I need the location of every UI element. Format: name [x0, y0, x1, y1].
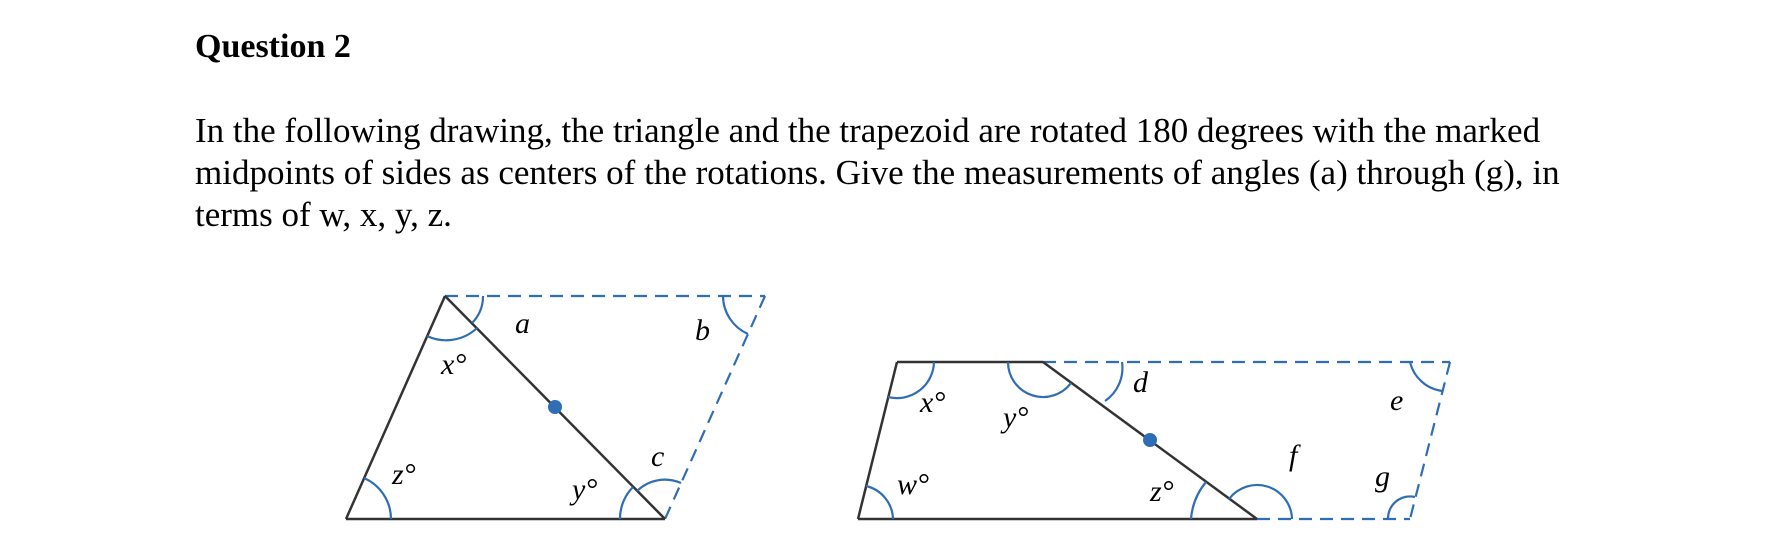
label-z-triangle: z°	[391, 458, 416, 491]
label-x-trapezoid: x°	[919, 386, 945, 419]
angle-arc-z-triangle	[363, 476, 393, 520]
label-f: f	[1289, 439, 1301, 472]
angle-arc-y-triangle	[618, 486, 634, 520]
angle-arc-d	[1104, 361, 1124, 402]
question-heading: Question 2	[195, 28, 351, 65]
label-e: e	[1390, 384, 1403, 417]
label-a: a	[515, 307, 530, 340]
triangle-dashed-right	[663, 295, 767, 520]
trapezoid-dashed-right	[1408, 361, 1452, 520]
angle-arc-y-trapezoid	[1006, 361, 1072, 399]
angle-arc-a	[471, 295, 485, 324]
label-b: b	[695, 314, 710, 347]
angle-arc-x-triangle	[426, 327, 478, 342]
label-c: c	[651, 440, 664, 473]
trapezoid-figure: x° y° d e w° z° f g	[856, 360, 1452, 521]
label-y-triangle: y°	[569, 473, 597, 506]
angle-arc-b	[721, 295, 749, 336]
angle-arc-w	[865, 484, 895, 520]
label-x-triangle: x°	[440, 348, 466, 381]
angle-arc-g	[1386, 495, 1416, 520]
triangle-left-side	[344, 295, 447, 520]
trapezoid-left-side	[856, 361, 899, 520]
trapezoid-midpoint	[1143, 433, 1157, 447]
angle-arc-f	[1228, 483, 1294, 520]
label-g: g	[1375, 460, 1390, 493]
label-y-trapezoid: y°	[1000, 401, 1028, 434]
label-d: d	[1133, 366, 1149, 399]
label-w: w°	[897, 468, 929, 501]
question-text: In the following drawing, the triangle a…	[195, 111, 1560, 234]
angle-arc-e	[1408, 361, 1444, 393]
angle-arc-x-trapezoid	[887, 361, 936, 400]
angle-arc-c	[636, 478, 682, 492]
triangle-midpoint	[548, 400, 562, 414]
label-z-trapezoid: z°	[1149, 475, 1174, 508]
triangle-figure: x° a b z° y° c	[344, 294, 767, 521]
angle-arc-z-trapezoid	[1189, 481, 1207, 520]
